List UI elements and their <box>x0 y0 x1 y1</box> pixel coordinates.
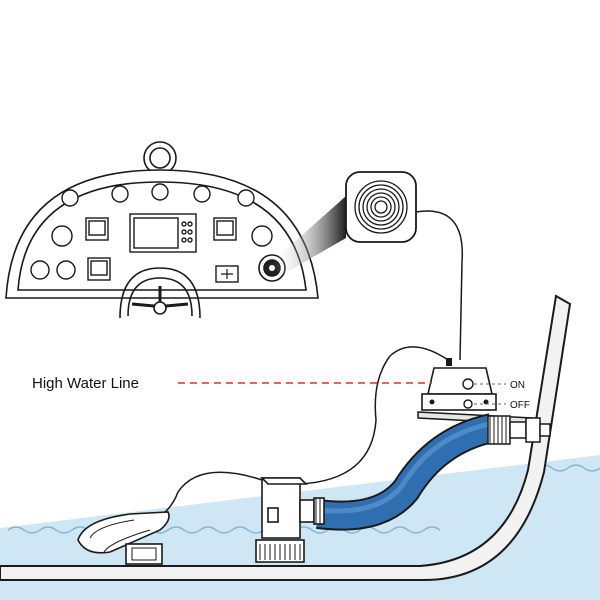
switch-to-pump-wire <box>299 346 449 485</box>
discharge-hose <box>315 413 496 531</box>
pump-to-float-wire <box>159 471 263 517</box>
wires <box>159 210 464 517</box>
high-water-line-label: High Water Line <box>32 375 139 392</box>
bilge-pump <box>255 477 325 563</box>
alarm-wire <box>415 210 464 361</box>
dashboard-console <box>5 141 319 319</box>
chart-plotter-icon <box>129 213 197 253</box>
through-hull-fitting <box>487 415 551 445</box>
hull-wall <box>0 294 572 582</box>
magnifier-beam <box>272 196 346 276</box>
speaker-icon <box>354 180 408 234</box>
alarm-panel <box>345 171 417 243</box>
outside-water-surface-wave <box>535 464 600 472</box>
steering-wheel-icon <box>119 267 201 319</box>
float-sensor <box>77 511 170 565</box>
float-switch <box>421 358 506 411</box>
gauge-icon <box>30 183 273 280</box>
switch-on-label: ON <box>510 380 525 391</box>
display-icon <box>85 217 237 281</box>
switch-off-label: OFF <box>510 400 530 411</box>
